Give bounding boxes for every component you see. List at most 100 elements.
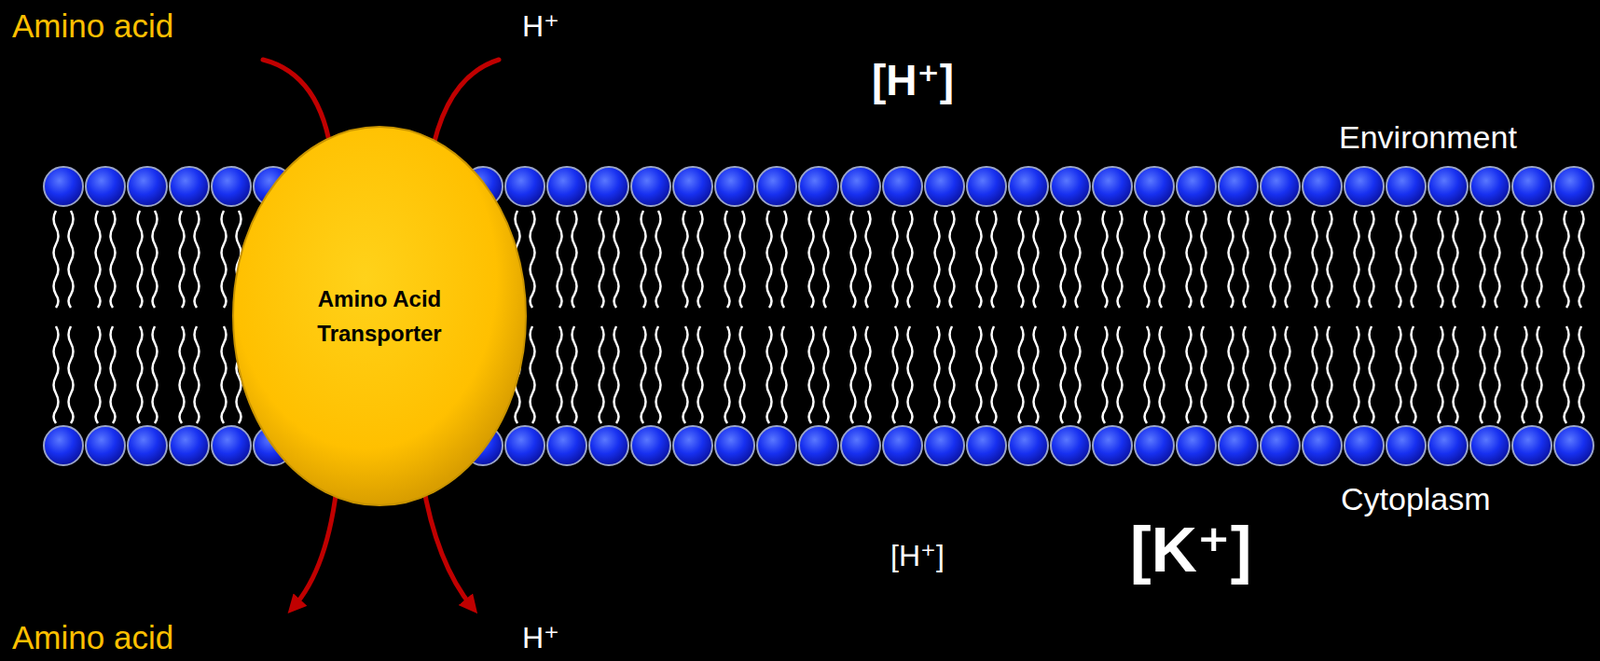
lipid-tail (809, 210, 814, 308)
lipid-head (1470, 166, 1510, 207)
lipid-tail (1354, 326, 1360, 424)
concentration-label: [H⁺] (871, 55, 954, 106)
lipid-tail (950, 210, 955, 308)
lipid-tail (1061, 210, 1066, 308)
lipid-tail (221, 210, 227, 308)
lipid-tail (557, 210, 563, 308)
lipid-tail (866, 326, 871, 424)
lipid-tail (1285, 326, 1291, 424)
lipid-tail (1075, 326, 1081, 424)
lipid-head (673, 426, 713, 466)
lipid-tail (1411, 210, 1417, 308)
lipid-head (1554, 166, 1594, 207)
lipid-tail (221, 326, 227, 424)
lipid-head (169, 426, 209, 466)
lipid-tail (1159, 326, 1165, 424)
lipid-tail (1228, 210, 1234, 308)
lipid-head (882, 166, 923, 207)
lipid-tail (1411, 326, 1417, 424)
lipid-head (1428, 426, 1468, 466)
lipid-tail (1522, 326, 1528, 424)
transporter-label: Amino Acid Transporter (317, 281, 442, 351)
lipid-tail (614, 326, 620, 424)
lipid-tail (1537, 326, 1543, 424)
lipid-head (1092, 166, 1132, 207)
lipid-head (1092, 426, 1132, 466)
lipid-tail (599, 210, 605, 308)
lipid-tail (641, 326, 647, 424)
lipid-head (715, 426, 755, 466)
lipid-tail (530, 326, 536, 424)
lipid-head (966, 166, 1007, 207)
lipid-tail (1285, 210, 1291, 308)
lipid-tail (824, 210, 829, 308)
lipid-tail (1270, 210, 1276, 308)
lipid-tail (1438, 210, 1444, 308)
lipid-head (924, 166, 965, 207)
lipid-tail (572, 326, 578, 424)
lipid-tail (782, 210, 787, 308)
lipid-tail (1312, 210, 1318, 308)
lipid-head (1218, 166, 1258, 207)
lipid-tail (54, 326, 59, 424)
lipid-tail (698, 210, 704, 308)
lipid-head (1428, 166, 1468, 207)
lipid-head (1218, 426, 1258, 466)
lipid-tail (1144, 210, 1150, 308)
lipid-head (211, 166, 251, 207)
lipid-tail (656, 210, 662, 308)
lipid-tail (1243, 210, 1249, 308)
lipid-tail (530, 210, 536, 308)
lipid-tail (152, 210, 158, 308)
lipid-tail (1369, 326, 1375, 424)
lipid-tail (1495, 210, 1501, 308)
transporter-protein: Amino Acid Transporter (231, 124, 528, 508)
lipid-head (127, 426, 167, 466)
lipid-tail (1480, 326, 1486, 424)
lipid-head (211, 426, 251, 466)
lipid-tail (893, 210, 898, 308)
lipid-tail (866, 210, 871, 308)
lipid-tail (782, 326, 787, 424)
lipid-tail (1327, 326, 1333, 424)
lipid-head (505, 426, 545, 466)
lipid-head (1470, 426, 1510, 466)
lipid-head (547, 426, 587, 466)
lipid-tail (935, 210, 940, 308)
lipid-tail (1312, 326, 1318, 424)
lipid-tail (950, 326, 955, 424)
lipid-tail (1270, 326, 1276, 424)
lipid-head (43, 426, 83, 466)
lipid-tail (1522, 210, 1528, 308)
lipid-head (1008, 166, 1049, 207)
lipid-head (715, 166, 755, 207)
lipid-tail (893, 326, 898, 424)
lipid-head (1512, 426, 1552, 466)
lipid-tail (1579, 326, 1585, 424)
lipid-tail (1075, 210, 1081, 308)
lipid-tail (908, 326, 913, 424)
lipid-head (1512, 166, 1552, 207)
lipid-head (799, 166, 839, 207)
lipid-tail (1354, 210, 1360, 308)
lipid-tail (641, 210, 647, 308)
lipid-tail (740, 210, 745, 308)
region-label: Environment (1338, 119, 1518, 156)
lipid-head (169, 166, 209, 207)
lipid-tail (68, 326, 74, 424)
lipid-head (1386, 426, 1426, 466)
lipid-tail (683, 210, 689, 308)
lipid-head (1554, 426, 1594, 466)
lipid-head (1050, 426, 1090, 466)
lipid-tail (1396, 326, 1402, 424)
lipid-tail (1495, 326, 1501, 424)
lipid-head (1176, 426, 1216, 466)
lipid-tail (977, 210, 982, 308)
lipid-head (1260, 426, 1300, 466)
lipid-head (757, 166, 797, 207)
lipid-head (589, 426, 629, 466)
lipid-tail (977, 326, 982, 424)
lipid-head (1344, 426, 1384, 466)
lipid-head (1260, 166, 1300, 207)
lipid-tail (110, 210, 116, 308)
